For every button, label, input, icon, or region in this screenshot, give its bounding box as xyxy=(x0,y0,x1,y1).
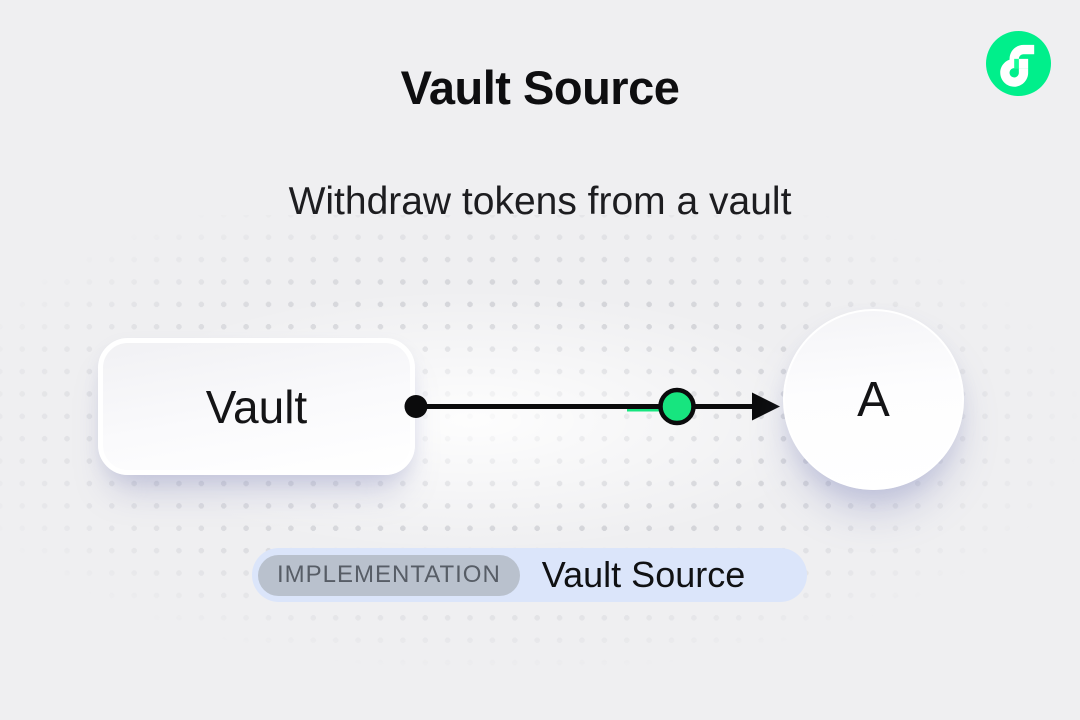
implementation-badge: IMPLEMENTATION Vault Source xyxy=(252,548,807,602)
page-subtitle: Withdraw tokens from a vault xyxy=(288,180,792,223)
connector-arrow xyxy=(404,387,780,426)
account-node-a: A xyxy=(783,309,964,490)
connector-start-dot xyxy=(404,395,428,418)
vault-node-label: Vault xyxy=(205,380,308,433)
page-title: Vault Source xyxy=(400,61,680,114)
implementation-tag: IMPLEMENTATION xyxy=(258,554,520,596)
account-node-label: A xyxy=(857,372,890,427)
implementation-label: Vault Source xyxy=(541,554,746,595)
token-circle xyxy=(658,387,696,426)
flow-logo-icon xyxy=(986,31,1051,96)
connector-arrowhead xyxy=(752,392,780,421)
vault-node: Vault xyxy=(98,338,415,475)
